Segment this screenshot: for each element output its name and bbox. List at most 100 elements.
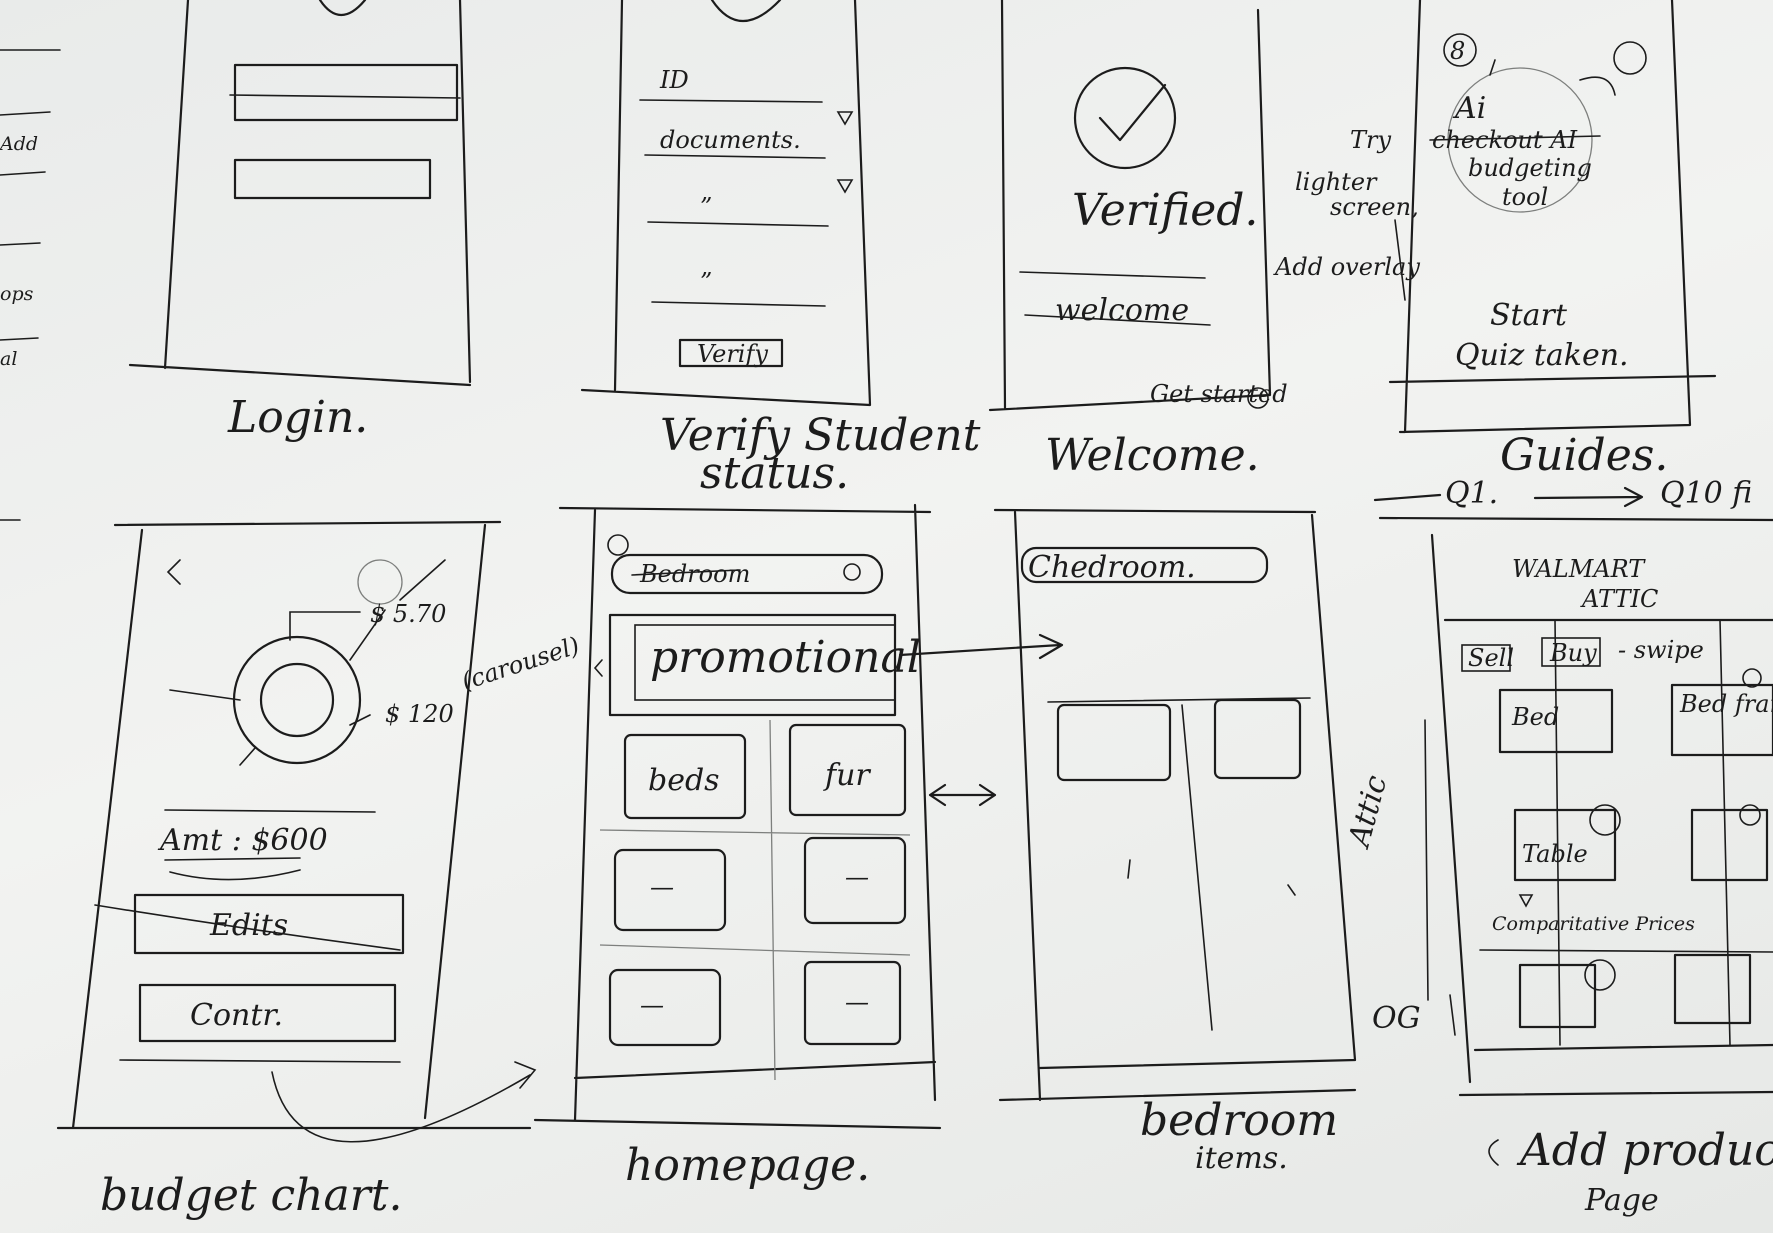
flow-to: Q10 fi [1660, 476, 1752, 511]
carousel-left-icon[interactable] [593, 659, 603, 677]
plus-circle-icon[interactable] [1742, 668, 1762, 688]
dropdown-icon-2[interactable] [836, 179, 854, 194]
screen-product: WALMART ATTIC Sell Buy - swipe Bed Bed f… [1341, 516, 1773, 1218]
bedroom-search-text: Chedroom. [1028, 550, 1196, 585]
home-tile-fur[interactable] [788, 723, 907, 817]
buy-tab-label: Buy [1549, 639, 1597, 667]
edit-button[interactable] [133, 893, 405, 955]
caption-bedroom-2: items. [1195, 1141, 1288, 1176]
profile-icon[interactable] [607, 534, 629, 556]
caption-verify-1: Verify Student [660, 410, 981, 461]
caption-bedroom-1: bedroom [1140, 1095, 1338, 1146]
plus-circle-icon-3[interactable] [1739, 804, 1761, 826]
home-search-bar[interactable] [610, 553, 884, 595]
screen-budget: $ 5.70 $ 120 Amt : $600 Edits Contr. bud… [56, 520, 537, 1221]
guides-ai-label: Ai [1452, 91, 1486, 126]
product-item-4[interactable] [1690, 808, 1769, 882]
left-margin-notes: Add ops al [0, 49, 61, 521]
screen-verify: ID documents. ” ” Verify Verify Student … [580, 0, 981, 499]
guides-badge: 8 [1450, 37, 1465, 65]
caption-verify-2: status. [700, 448, 849, 499]
home-tile-4[interactable] [803, 836, 907, 925]
note-lighter-1: lighter [1295, 168, 1378, 196]
caption-product-2: Page [1584, 1183, 1659, 1218]
product-item-bedframe-label: Bed frame [1679, 690, 1773, 718]
compare-prices[interactable]: Comparitative Prices [1492, 913, 1695, 935]
product-item-6[interactable] [1673, 953, 1752, 1025]
screen-bedroom: Chedroom. bedroom items. [993, 508, 1357, 1176]
home-tile-5[interactable] [608, 968, 722, 1047]
login-field-1[interactable] [233, 63, 459, 122]
budget-amount-2: $ 120 [385, 700, 454, 728]
verify-documents-label: documents. [660, 126, 801, 154]
carousel-note: (carousel) [458, 631, 583, 695]
screen-guides: 8 Ai checkout AI budgeting tool Start Qu… [1273, 0, 1752, 511]
side-label-attic: Attic [1341, 772, 1394, 853]
home-tile-4-dash: — [845, 863, 869, 891]
home-tile-fur-label: fur [823, 758, 871, 793]
caption-welcome: Welcome. [1045, 430, 1260, 481]
promo-label: promotional [650, 632, 921, 683]
verify-button[interactable] [678, 338, 784, 368]
login-field-2[interactable] [233, 158, 432, 200]
product-brand-2: ATTIC [1580, 585, 1658, 613]
guides-tool-line-2: tool [1502, 183, 1548, 211]
margin-word-3: al [0, 348, 17, 370]
side-label-og: OG [1372, 1001, 1421, 1036]
guides-tool-line-1: budgeting [1468, 154, 1592, 182]
bedroom-item-1[interactable] [1056, 703, 1172, 782]
budget-amount-total: Amt : $600 [157, 823, 328, 858]
product-item-table[interactable] [1513, 808, 1617, 882]
caption-budget: budget chart. [100, 1170, 402, 1221]
verify-ditto-1: ” [700, 193, 712, 221]
note-try: Try [1350, 126, 1391, 154]
continue-button[interactable] [138, 983, 397, 1043]
product-item-table-label: Table [1522, 840, 1588, 868]
avatar-icon[interactable] [357, 559, 403, 605]
caret-down-icon[interactable] [1518, 894, 1534, 908]
guides-quiz-line-2[interactable]: Quiz taken. [1455, 338, 1629, 373]
plus-circle-icon[interactable] [1247, 387, 1269, 409]
plus-circle-icon-4[interactable] [1584, 959, 1616, 991]
note-overlay: Add overlay [1273, 253, 1420, 281]
search-icon[interactable] [843, 563, 861, 581]
note-lighter-2: screen, [1330, 193, 1419, 221]
home-tile-6-dash: — [845, 988, 869, 1016]
caption-login: Login. [227, 392, 368, 443]
caption-homepage: homepage. [625, 1140, 870, 1191]
verify-ditto-2: ” [700, 268, 712, 296]
product-brand-1: WALMART [1512, 555, 1646, 583]
home-tile-3[interactable] [613, 848, 727, 932]
badge-circle[interactable] [1443, 33, 1477, 67]
margin-word-1: Add [0, 133, 38, 155]
sell-tab-label: Sell [1468, 644, 1514, 672]
buy-tab[interactable] [1541, 637, 1601, 667]
home-tile-6[interactable] [803, 960, 902, 1046]
verify-id-label: ID [659, 66, 689, 94]
welcome-status: Verified. [1072, 185, 1258, 236]
bedroom-item-2[interactable] [1213, 698, 1302, 780]
budget-amount-1: $ 5.70 [370, 600, 446, 628]
product-item-bed-label: Bed [1511, 703, 1559, 731]
donut-chart [232, 635, 362, 765]
home-tile-beds-label: beds [648, 763, 720, 798]
home-tile-5-dash: — [640, 991, 664, 1019]
bedroom-search-bar[interactable] [1020, 546, 1269, 584]
continue-button-label: Contr. [190, 998, 283, 1033]
home-tile-3-dash: — [650, 873, 674, 901]
welcome-cta[interactable]: Get started [1150, 380, 1288, 408]
check-circle-icon [1073, 66, 1177, 170]
dropdown-icon[interactable] [836, 111, 854, 126]
edit-button-label: Edits [209, 908, 288, 943]
settings-icon[interactable] [1613, 41, 1647, 75]
guides-quiz-line-1: Start [1490, 298, 1568, 333]
sell-tab[interactable] [1461, 644, 1511, 672]
screen-login: Login. [128, 0, 472, 443]
flow-from: Q1. [1445, 476, 1498, 511]
product-item-5[interactable] [1518, 963, 1597, 1029]
back-chevron-icon[interactable] [166, 559, 181, 585]
plus-circle-icon-2[interactable] [1589, 804, 1621, 836]
home-tile-beds[interactable] [623, 733, 747, 820]
